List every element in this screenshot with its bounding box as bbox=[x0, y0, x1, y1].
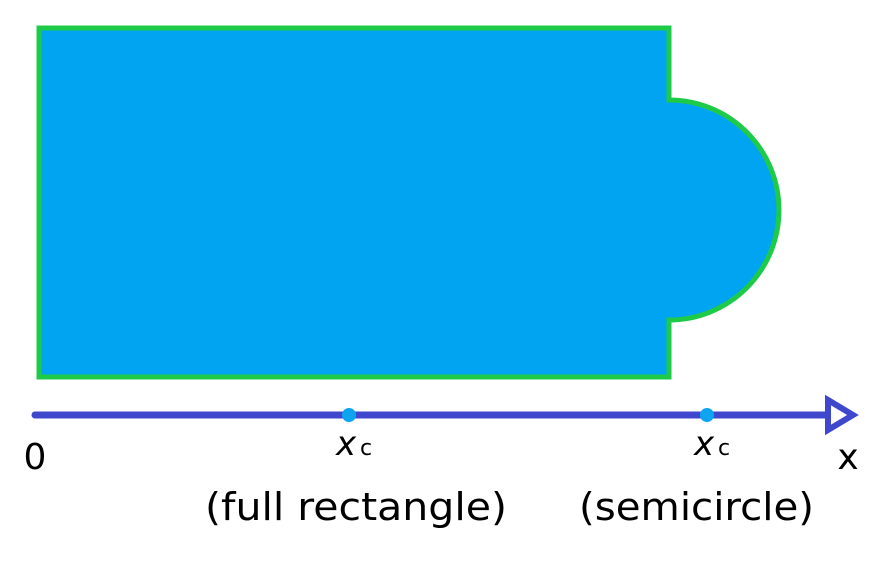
centroid-marker-rectangle bbox=[342, 408, 356, 422]
centroid-semi-symbol: x bbox=[693, 424, 715, 464]
centroid-rect-caption: (full rectangle) bbox=[205, 485, 507, 529]
x-axis-arrowhead bbox=[825, 394, 859, 436]
centroid-rect-subscript: c bbox=[360, 436, 372, 461]
axis-name-label: x bbox=[837, 437, 858, 478]
centroid-semi-caption: (semicircle) bbox=[579, 485, 814, 529]
centroid-semi-subscript: c bbox=[718, 436, 730, 461]
centroid-marker-semicircle bbox=[700, 408, 714, 422]
composite-shape bbox=[36, 25, 782, 380]
centroid-rect-symbol: x bbox=[335, 424, 357, 464]
origin-label: 0 bbox=[24, 437, 47, 478]
